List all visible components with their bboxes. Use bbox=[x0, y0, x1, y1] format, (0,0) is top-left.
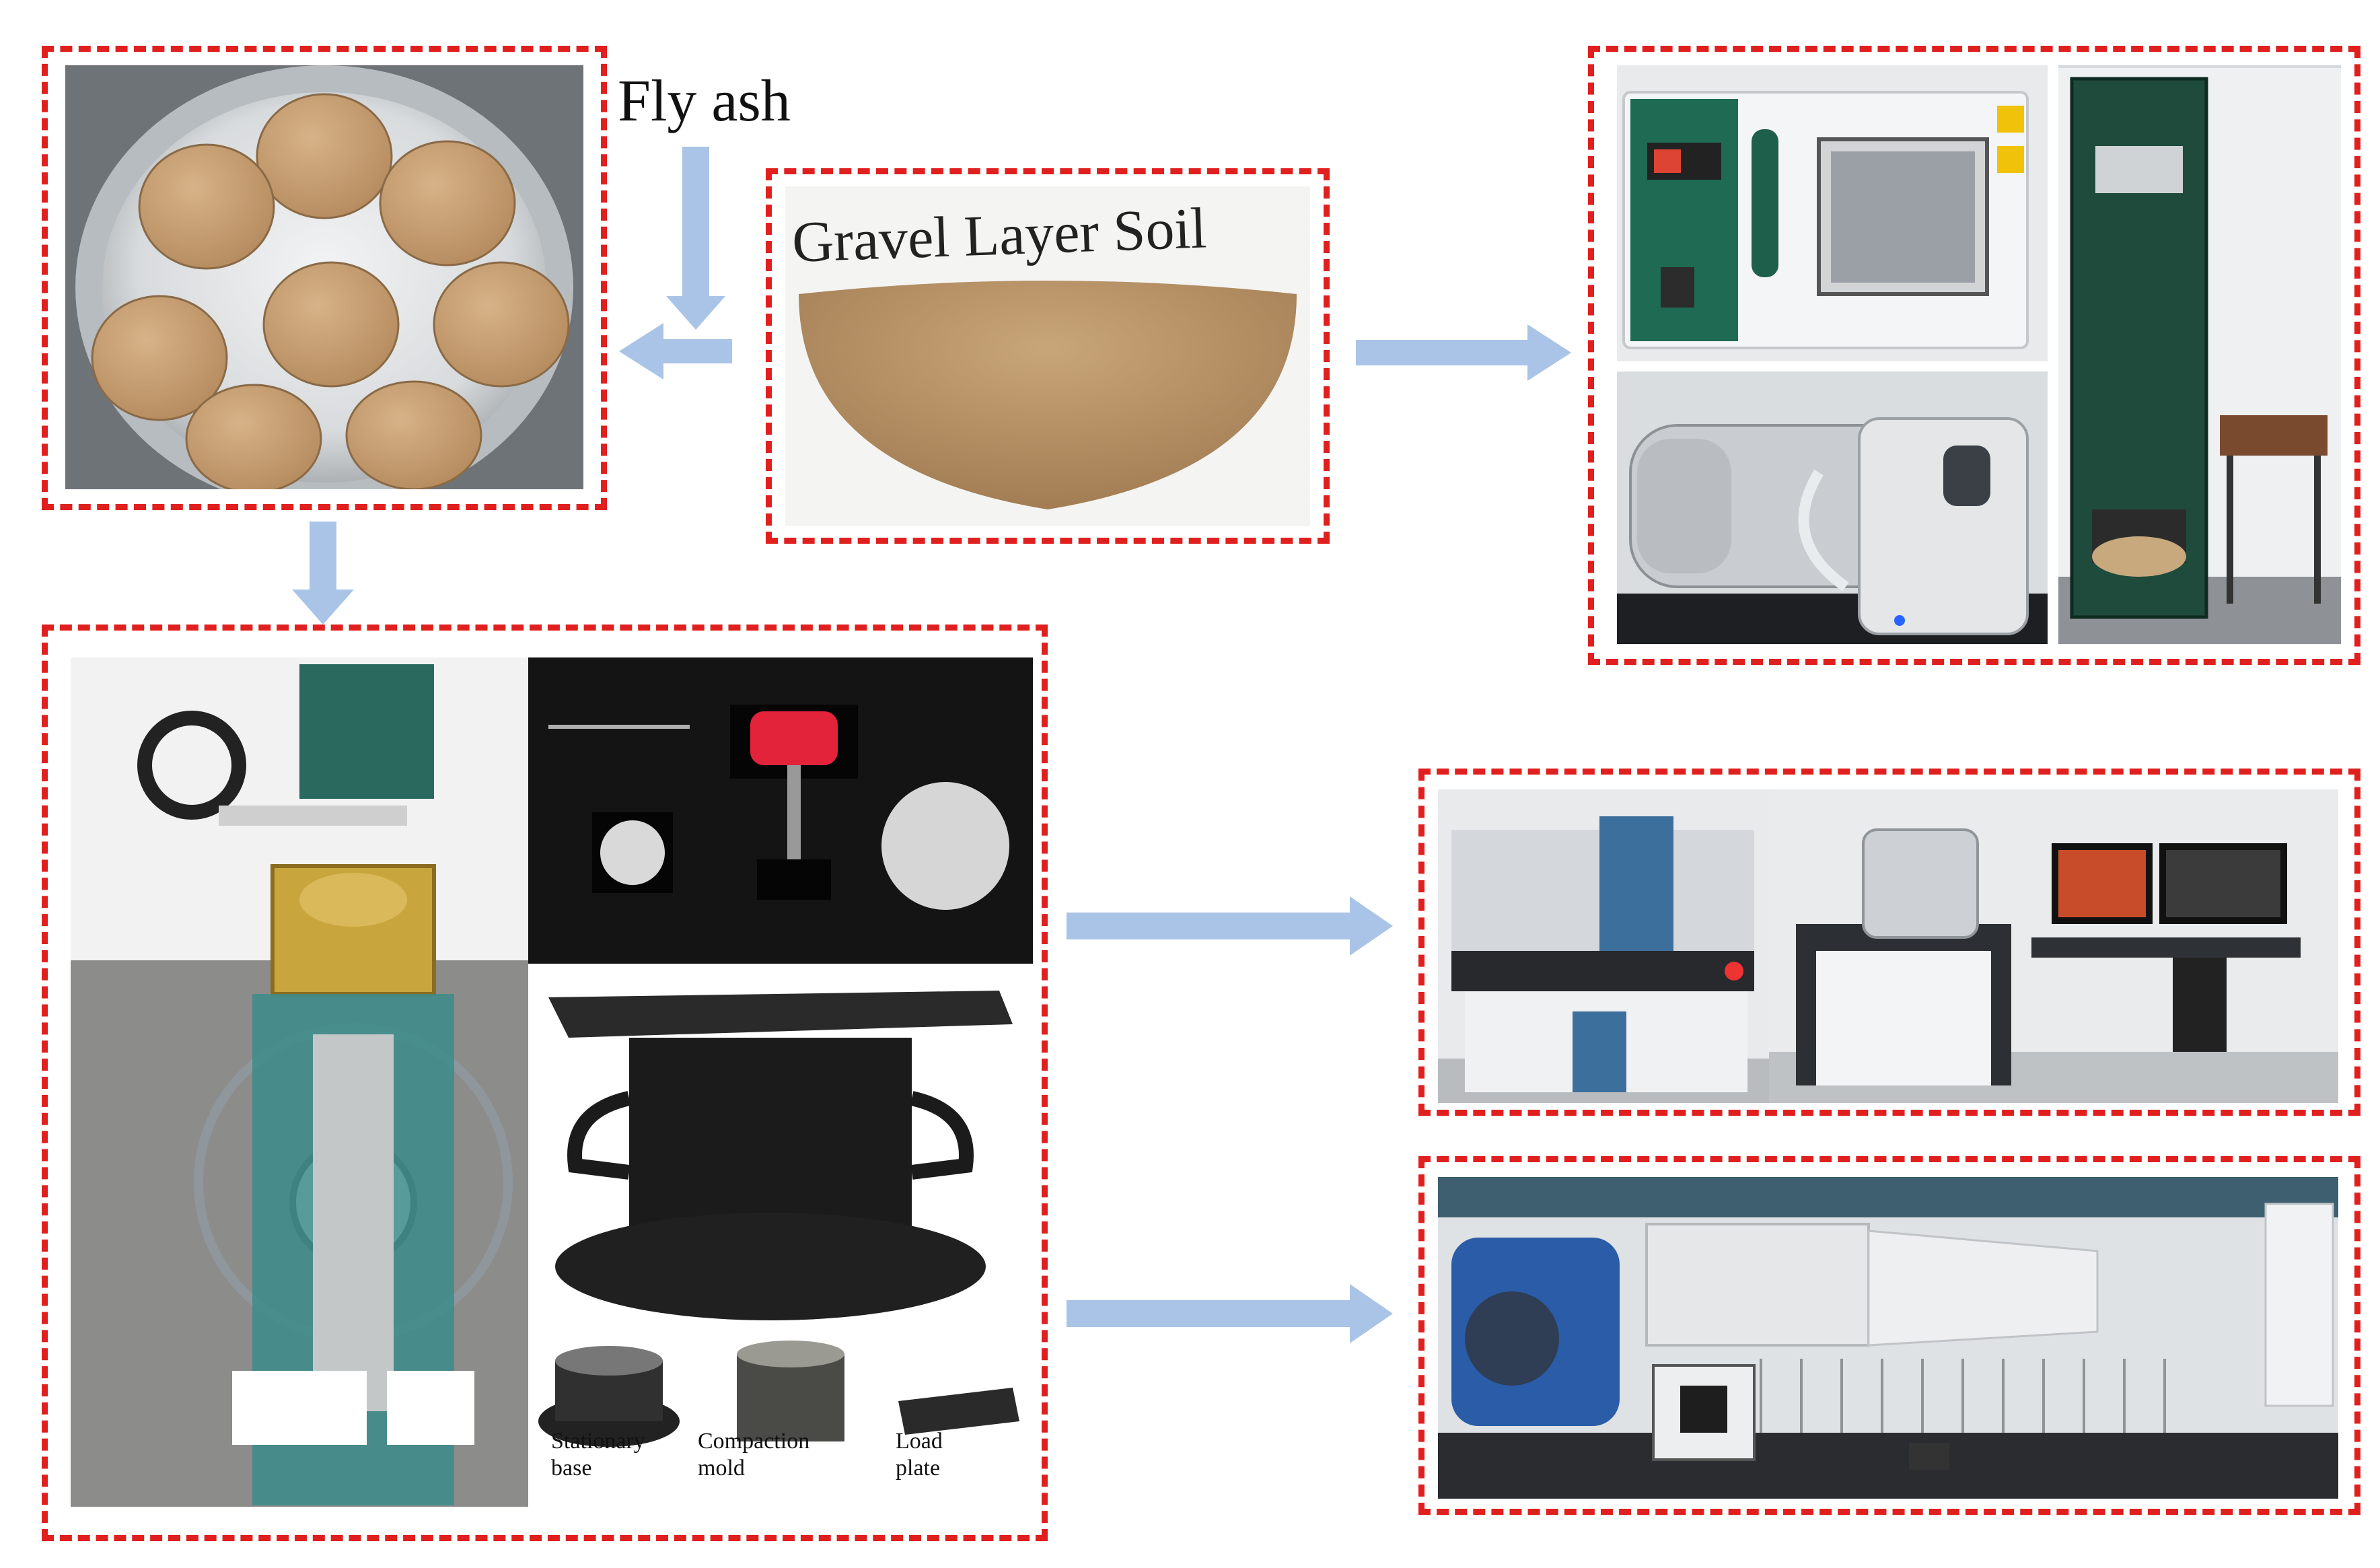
analyzer-illustration bbox=[1617, 371, 2048, 644]
sem-photo bbox=[1769, 789, 2338, 1103]
arrow-down-icon bbox=[666, 147, 725, 330]
compaction-mold-photo bbox=[528, 964, 1033, 1341]
tall-cabinet-photo bbox=[2058, 65, 2341, 644]
panel-specimens bbox=[42, 46, 607, 510]
soil-photo bbox=[785, 186, 1310, 526]
panel-test-equipment: Stationary base Compaction mold Load pla… bbox=[42, 625, 1048, 1541]
load-frame-photo bbox=[71, 657, 528, 1507]
arrow-right-icon bbox=[1067, 1284, 1393, 1343]
load-plate-label: Load plate bbox=[896, 1429, 943, 1481]
xray-machine-illustration bbox=[1438, 789, 1769, 1103]
tools-photo bbox=[528, 657, 1033, 964]
arrow-left-icon bbox=[619, 323, 732, 380]
stationary-base-label: Stationary base bbox=[551, 1429, 645, 1481]
panel-wind-tunnel bbox=[1418, 1156, 2360, 1515]
analyzer-photo bbox=[1617, 371, 2048, 644]
specimens-photo bbox=[65, 65, 583, 489]
load-frame-illustration bbox=[71, 657, 528, 1507]
panel-gravel-soil: Gravel Layer Soil bbox=[766, 168, 1330, 544]
panel-lab-instruments bbox=[1588, 46, 2360, 665]
wind-tunnel-illustration bbox=[1438, 1177, 2338, 1499]
sem-illustration bbox=[1769, 789, 2338, 1103]
soil-illustration bbox=[785, 186, 1310, 526]
drying-oven-photo bbox=[1617, 65, 2048, 361]
wind-tunnel-photo bbox=[1438, 1177, 2338, 1499]
compaction-mold-label: Compaction mold bbox=[698, 1429, 810, 1481]
arrow-right-icon bbox=[1356, 324, 1571, 381]
arrow-down-icon bbox=[292, 522, 354, 625]
tools-illustration bbox=[528, 657, 1033, 964]
mold-parts-illustration bbox=[528, 1341, 1033, 1458]
mold-parts-photo bbox=[528, 1341, 1033, 1458]
tall-cabinet-illustration bbox=[2058, 65, 2341, 644]
drying-oven-illustration bbox=[1617, 65, 2048, 361]
sample-discs bbox=[91, 93, 570, 489]
fly-ash-label: Fly ash bbox=[618, 69, 791, 134]
xray-machine-photo bbox=[1438, 789, 1769, 1103]
specimens-illustration bbox=[65, 65, 583, 489]
compaction-mold-illustration bbox=[528, 964, 1033, 1341]
arrow-right-icon bbox=[1067, 896, 1393, 956]
panel-microscopy bbox=[1418, 769, 2360, 1116]
